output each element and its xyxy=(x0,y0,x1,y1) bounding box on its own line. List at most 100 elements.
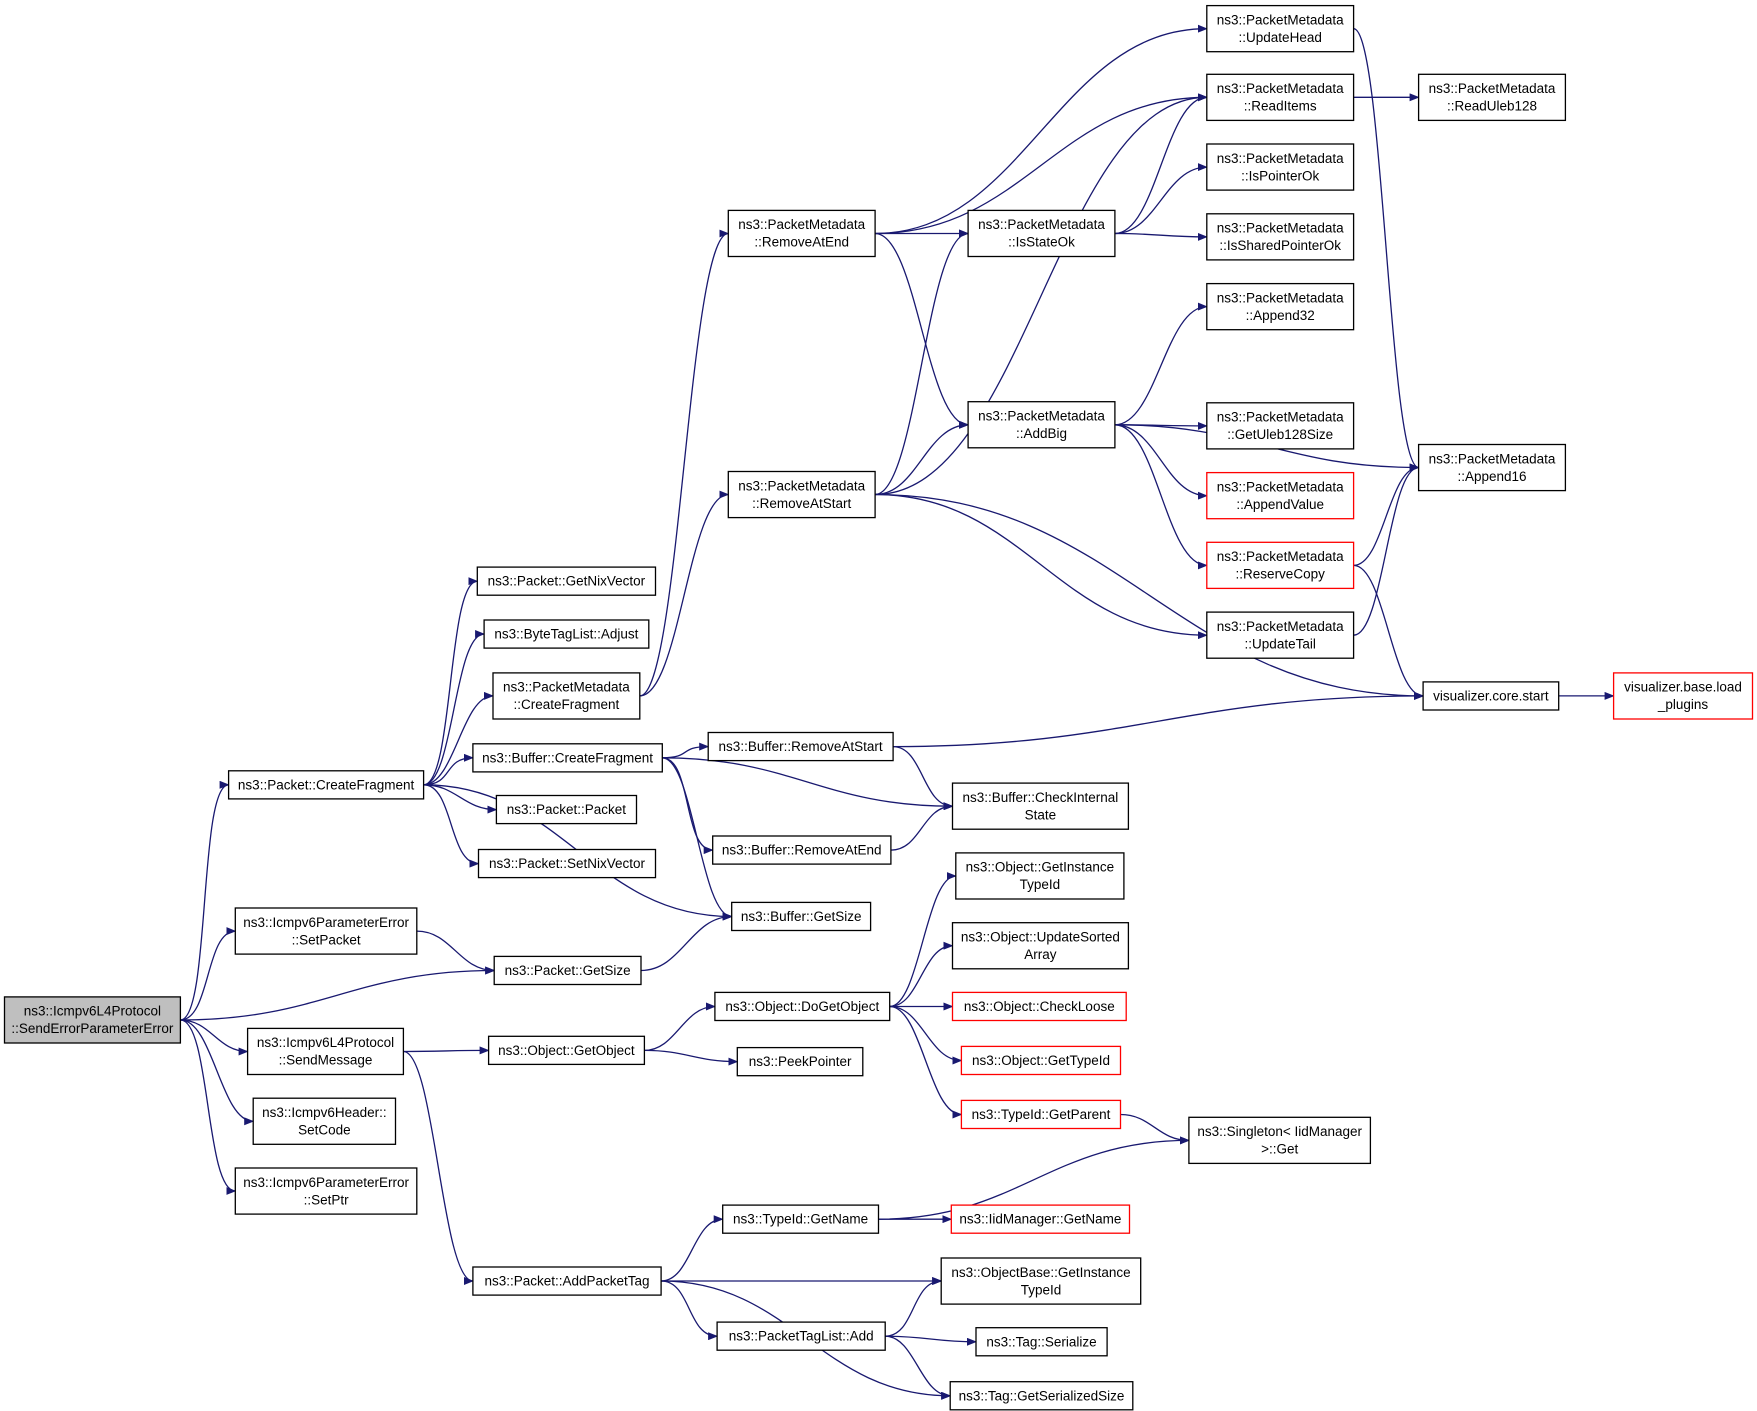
node-box-pkt_createfrag xyxy=(227,770,425,800)
node-label-obj_updatesorted-0: ns3::Object::UpdateSorted xyxy=(961,930,1120,945)
edge-root-to-icmp_sendmsg xyxy=(180,1019,249,1056)
node-typeid_getparent[interactable]: ns3::TypeId::GetParent xyxy=(960,1099,1122,1130)
node-box-pm_append16 xyxy=(1417,443,1567,492)
node-tag_serialize[interactable]: ns3::Tag::Serialize xyxy=(975,1327,1108,1357)
node-label-pm_reservecopy-0: ns3::PacketMetadata xyxy=(1217,549,1344,564)
node-label-pkt_setnix-0: ns3::Packet::SetNixVector xyxy=(489,856,646,871)
node-label-pkt_addtag-0: ns3::Packet::AddPacketTag xyxy=(484,1274,649,1289)
node-label-pm_append16-0: ns3::PacketMetadata xyxy=(1429,451,1556,466)
node-box-tag_getsersize xyxy=(949,1381,1134,1411)
node-pkt_getnix[interactable]: ns3::Packet::GetNixVector xyxy=(476,566,657,596)
node-pkt_setnix[interactable]: ns3::Packet::SetNixVector xyxy=(477,848,657,879)
edge-typeid_getname-to-singleton_get xyxy=(878,1136,1190,1220)
node-label-vis_base_load-0: visualizer.base.load xyxy=(1624,680,1742,695)
node-pm_ispointerok[interactable]: ns3::PacketMetadata::IsPointerOk xyxy=(1206,143,1355,191)
node-peekpointer[interactable]: ns3::PeekPointer xyxy=(736,1046,864,1077)
node-typeid_getname[interactable]: ns3::TypeId::GetName xyxy=(722,1204,880,1234)
edge-buf_createfrag-to-buf_removeatstart xyxy=(662,742,710,759)
node-label-objbase_getinst-0: ns3::ObjectBase::GetInstance xyxy=(951,1265,1130,1280)
node-box-obj_checkloose xyxy=(951,991,1127,1022)
edge-pm_removeatend-to-pm_addbig xyxy=(875,232,970,429)
node-pm_reservecopy[interactable]: ns3::PacketMetadata::ReserveCopy xyxy=(1206,541,1355,590)
node-label-singleton_get-1: >::Get xyxy=(1261,1142,1298,1157)
node-pm_getuleb[interactable]: ns3::PacketMetadata::GetUleb128Size xyxy=(1206,402,1355,450)
node-label-icmp_setpacket-0: ns3::Icmpv6ParameterError xyxy=(243,915,409,930)
node-pm_createfrag[interactable]: ns3::PacketMetadata::CreateFragment xyxy=(492,672,641,720)
node-pm_appendvalue[interactable]: ns3::PacketMetadata::AppendValue xyxy=(1206,471,1355,520)
node-box-buf_removeatstart xyxy=(707,731,894,762)
node-box-peekpointer xyxy=(736,1046,864,1077)
edge-icmp_sendmsg-to-pkt_addtag xyxy=(403,1050,474,1285)
node-box-btl_adjust xyxy=(483,619,650,649)
node-box-buf_checkinternal xyxy=(951,782,1130,830)
node-pm_updatehead[interactable]: ns3::PacketMetadata::UpdateHead xyxy=(1206,4,1355,53)
node-pm_append16[interactable]: ns3::PacketMetadata::Append16 xyxy=(1417,443,1567,492)
node-pm_removeatend[interactable]: ns3::PacketMetadata::RemoveAtEnd xyxy=(727,209,876,258)
node-icmp_setptr[interactable]: ns3::Icmpv6ParameterError::SetPtr xyxy=(234,1167,418,1215)
edge-pkt_createfrag-to-pkt_setnix xyxy=(423,784,480,868)
node-buf_removeatend[interactable]: ns3::Buffer::RemoveAtEnd xyxy=(712,835,892,865)
node-buf_removeatstart[interactable]: ns3::Buffer::RemoveAtStart xyxy=(707,731,894,762)
node-pm_removeatstart[interactable]: ns3::PacketMetadata::RemoveAtStart xyxy=(727,470,876,519)
node-box-tag_serialize xyxy=(975,1327,1108,1357)
edge-ptl_add-to-tag_getsersize xyxy=(885,1335,952,1400)
node-root[interactable]: ns3::Icmpv6L4Protocol::SendErrorParamete… xyxy=(3,996,182,1044)
node-pm_append32[interactable]: ns3::PacketMetadata::Append32 xyxy=(1206,282,1355,331)
node-label-hdr_setcode-1: SetCode xyxy=(298,1123,351,1138)
node-obj_checkloose[interactable]: ns3::Object::CheckLoose xyxy=(951,991,1127,1022)
node-box-buf_removeatend xyxy=(712,835,892,865)
node-label-obj_getinsttype-0: ns3::Object::GetInstance xyxy=(966,860,1115,875)
node-ptl_add[interactable]: ns3::PacketTagList::Add xyxy=(716,1321,886,1351)
node-box-pkt_getnix xyxy=(476,566,657,596)
node-box-buf_createfrag xyxy=(472,743,663,773)
node-label-pm_removeatend-1: ::RemoveAtEnd xyxy=(754,235,849,250)
node-box-pm_appendvalue xyxy=(1206,471,1355,520)
edge-obj_getobject-to-obj_dogetobject xyxy=(644,1002,716,1052)
node-label-obj_gettypeid-0: ns3::Object::GetTypeId xyxy=(972,1053,1110,1068)
node-tag_getsersize[interactable]: ns3::Tag::GetSerializedSize xyxy=(949,1381,1134,1411)
edge-buf_removeatstart-to-buf_checkinternal xyxy=(893,745,954,811)
edge-pm_removeatend-to-pm_updatehead xyxy=(875,24,1208,235)
node-iidmgr_getname[interactable]: ns3::IidManager::GetName xyxy=(950,1204,1131,1234)
node-obj_getobject[interactable]: ns3::Object::GetObject xyxy=(487,1035,646,1066)
edge-pm_reservecopy-to-vis_core_start xyxy=(1353,564,1425,700)
edge-pkt_addtag-to-typeid_getname xyxy=(661,1215,724,1282)
node-vis_core_start[interactable]: visualizer.core.start xyxy=(1422,681,1560,711)
node-box-pkt_setnix xyxy=(477,848,657,879)
node-box-pm_issharedok xyxy=(1206,213,1355,261)
node-label-pkt_packet-0: ns3::Packet::Packet xyxy=(507,802,627,817)
node-buf_createfrag[interactable]: ns3::Buffer::CreateFragment xyxy=(472,743,663,773)
node-icmp_sendmsg[interactable]: ns3::Icmpv6L4Protocol::SendMessage xyxy=(246,1027,405,1076)
node-btl_adjust[interactable]: ns3::ByteTagList::Adjust xyxy=(483,619,650,649)
node-pkt_addtag[interactable]: ns3::Packet::AddPacketTag xyxy=(472,1266,662,1296)
node-pm_readuleb[interactable]: ns3::PacketMetadata::ReadUleb128 xyxy=(1417,73,1567,122)
node-pkt_createfrag[interactable]: ns3::Packet::CreateFragment xyxy=(227,770,425,800)
node-pm_isstateok[interactable]: ns3::PacketMetadata::IsStateOk xyxy=(967,209,1116,258)
node-pm_updatetail[interactable]: ns3::PacketMetadata::UpdateTail xyxy=(1206,611,1355,659)
node-box-pm_ispointerok xyxy=(1206,143,1355,191)
edge-obj_getobject-to-peekpointer xyxy=(644,1049,739,1066)
node-pkt_getsize[interactable]: ns3::Packet::GetSize xyxy=(493,955,642,986)
node-singleton_get[interactable]: ns3::Singleton< IidManager>::Get xyxy=(1188,1116,1372,1165)
node-label-pm_removeatend-0: ns3::PacketMetadata xyxy=(738,217,865,232)
node-pm_issharedok[interactable]: ns3::PacketMetadata::IsSharedPointerOk xyxy=(1206,213,1355,261)
node-label-pkt_getsize-0: ns3::Packet::GetSize xyxy=(505,963,631,978)
node-box-pkt_packet xyxy=(495,794,638,825)
node-obj_dogetobject[interactable]: ns3::Object::DoGetObject xyxy=(714,991,891,1022)
node-layer: ns3::Icmpv6L4Protocol::SendErrorParamete… xyxy=(3,4,1754,1411)
node-label-pm_ispointerok-1: ::IsPointerOk xyxy=(1241,168,1319,183)
node-icmp_setpacket[interactable]: ns3::Icmpv6ParameterError::SetPacket xyxy=(234,907,418,955)
edge-pm_createfrag-to-pm_removeatend xyxy=(639,229,730,697)
node-pm_addbig[interactable]: ns3::PacketMetadata::AddBig xyxy=(967,401,1116,449)
node-hdr_setcode[interactable]: ns3::Icmpv6Header::SetCode xyxy=(252,1097,397,1145)
node-pm_readitems[interactable]: ns3::PacketMetadata::ReadItems xyxy=(1206,73,1355,122)
node-buf_getsize[interactable]: ns3::Buffer::GetSize xyxy=(731,901,872,932)
node-pkt_packet[interactable]: ns3::Packet::Packet xyxy=(495,794,638,825)
node-vis_base_load[interactable]: visualizer.base.load_plugins xyxy=(1612,672,1754,720)
node-label-buf_checkinternal-1: State xyxy=(1025,808,1057,823)
node-obj_gettypeid[interactable]: ns3::Object::GetTypeId xyxy=(960,1045,1122,1076)
